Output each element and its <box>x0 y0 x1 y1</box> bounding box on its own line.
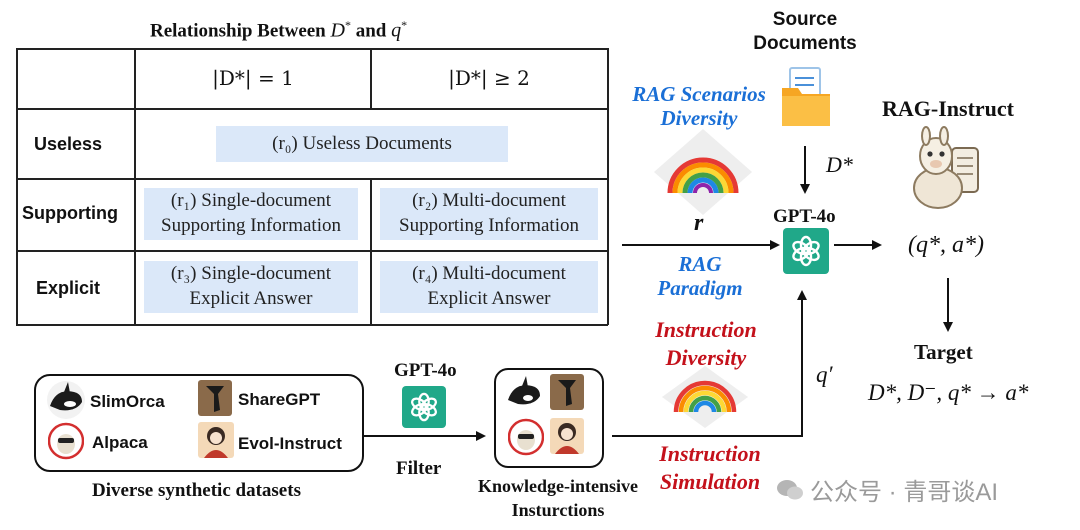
dataset-alpaca: Alpaca <box>92 433 148 452</box>
cell-r4-line2: Explicit Answer <box>427 288 551 309</box>
title-prefix: Relationship Between <box>150 20 331 42</box>
cell-r1: (r₁) Single-document Supporting Informat… <box>144 188 358 240</box>
row-label-explicit: Explicit <box>36 278 101 298</box>
col-header-multi: |D*| ≥ 2 <box>448 66 530 90</box>
cell-r2-line1: (r₂) Multi-document <box>412 190 566 211</box>
source-docs-line1: Source <box>772 9 838 30</box>
datasets-box <box>34 374 364 472</box>
orca-icon <box>47 381 85 419</box>
cell-r0: (r₀) Useless Documents <box>216 126 508 162</box>
arrow-ki-to-gpt <box>612 290 807 437</box>
instr-diversity-line1: Instruction <box>655 317 757 342</box>
row-label-supporting: Supporting <box>22 203 118 223</box>
alpaca-icon-2 <box>508 418 544 456</box>
cell-r3-line2: Explicit Answer <box>189 288 313 309</box>
title-q: q <box>391 19 402 42</box>
instr-diversity-line2: Diversity <box>665 345 747 370</box>
sharegpt-icon <box>198 380 232 416</box>
target-formula: D*, D⁻, q* → a* <box>868 380 1029 405</box>
output-pair: (q*, a*) <box>908 232 984 258</box>
cell-r1-line2: Supporting Information <box>161 215 341 236</box>
dataset-evol-instruct: Evol-Instruct <box>238 434 342 453</box>
rag-scenarios-label: RAG Scenarios Diversity <box>616 82 782 130</box>
title-and: and <box>350 20 392 42</box>
ki-box <box>494 368 604 468</box>
cell-r4-line1: (r₄) Multi-document <box>412 263 566 284</box>
watermark: 公众号 · 青哥谈AI <box>776 472 998 507</box>
evol-icon <box>198 422 234 458</box>
watermark-text: 公众号 · 青哥谈AI <box>810 479 999 506</box>
cell-r2-line2: Supporting Information <box>399 215 579 236</box>
cell-r3-line1: (r₃) Single-document <box>170 263 332 284</box>
cell-r1-line1: (r₁) Single-document <box>170 190 332 211</box>
rag-scenarios-line1: RAG Scenarios <box>632 82 766 106</box>
folder-icon <box>782 67 830 126</box>
rainbow-icon <box>654 129 752 215</box>
col-header-single: |D*| = 1 <box>212 66 294 90</box>
q-prime-label: q′ <box>816 362 833 387</box>
gpt4o-center-label: GPT-4o <box>773 206 836 227</box>
dataset-slimorca: SlimOrca <box>90 392 165 411</box>
rag-paradigm-line2: Paradigm <box>657 276 743 300</box>
rag-paradigm-line1: RAG <box>678 252 722 276</box>
ki-line1: Knowledge-intensive <box>478 476 638 496</box>
title-star-2: * <box>401 18 408 32</box>
table-title: Relationship Between D* and q* <box>150 18 407 42</box>
evol-icon-2 <box>550 418 584 454</box>
rag-scenarios-line2: Diversity <box>660 106 738 130</box>
rainbow-icon-2 <box>662 366 748 428</box>
cell-r4: (r₄) Multi-document Explicit Answer <box>380 261 598 313</box>
instruction-simulation-label: Instruction Simulation <box>640 440 780 496</box>
gpt-logo-icon <box>783 228 829 274</box>
source-documents-label: Source Documents <box>748 8 862 56</box>
datasets-caption: Diverse synthetic datasets <box>92 480 301 501</box>
cell-r0-text: (r₀) Useless Documents <box>272 133 452 154</box>
orca-icon-2 <box>508 376 540 405</box>
rag-paradigm-label: RAG Paradigm <box>640 252 760 300</box>
source-docs-line2: Documents <box>753 33 857 54</box>
instr-simulation-line2: Simulation <box>659 469 761 494</box>
title-d: D <box>330 19 345 42</box>
filter-label: Filter <box>396 458 442 479</box>
instr-simulation-line1: Instruction <box>659 441 761 466</box>
cell-r3: (r₃) Single-document Explicit Answer <box>144 261 358 313</box>
row-label-useless: Useless <box>34 134 103 154</box>
gpt4o-filter-label: GPT-4o <box>394 360 457 381</box>
r-symbol: r <box>694 210 704 236</box>
cell-r2: (r₂) Multi-document Supporting Informati… <box>380 188 598 240</box>
d-star-label: D* <box>826 152 853 177</box>
gpt-logo-icon-filter <box>402 386 446 428</box>
title-star: * <box>344 18 351 32</box>
alpaca-icon <box>48 422 84 460</box>
ki-caption: Knowledge-intensive Insturctions <box>458 474 658 522</box>
ki-line2: Insturctions <box>511 500 605 520</box>
wechat-icon <box>777 479 803 499</box>
dataset-sharegpt: ShareGPT <box>238 390 321 409</box>
rag-instruct-label: RAG-Instruct <box>882 96 1014 121</box>
target-label: Target <box>914 340 973 364</box>
sharegpt-icon-2 <box>550 374 584 410</box>
instruction-diversity-label: Instruction Diversity <box>636 316 776 372</box>
llama-icon <box>913 126 979 209</box>
